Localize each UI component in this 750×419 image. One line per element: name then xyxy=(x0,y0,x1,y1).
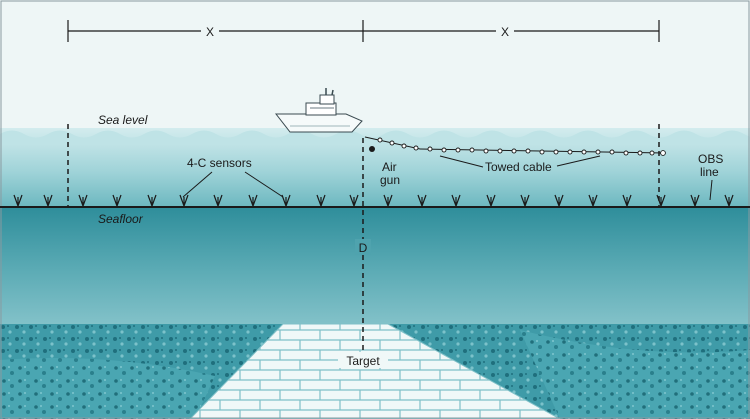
sediment-lens-right xyxy=(520,330,750,419)
offset-label-left: X xyxy=(206,25,214,39)
sediment-lens-left xyxy=(0,358,215,419)
depth-label-bg xyxy=(355,239,371,255)
sensors-label: 4-C sensors xyxy=(187,156,252,170)
obs-pointer xyxy=(709,179,713,201)
offset-label-right: X xyxy=(501,25,509,39)
sub-seafloor-water xyxy=(0,208,750,328)
sensors-pointer-left xyxy=(182,171,213,198)
towed-cable-label: Towed cable xyxy=(485,160,552,174)
target-label-bg xyxy=(338,352,388,368)
obs-label-1: OBS xyxy=(698,152,723,166)
seafloor-sensors xyxy=(13,194,734,208)
air-gun-label-2: gun xyxy=(380,173,400,187)
towed-cable-pointer xyxy=(439,155,484,168)
obs-label-2: line xyxy=(700,165,719,179)
seafloor-label: Seafloor xyxy=(98,212,144,226)
air-gun-label-1: Air xyxy=(382,160,397,174)
sea-level-label: Sea level xyxy=(98,113,148,127)
sky-area xyxy=(0,0,750,135)
air-gun-icon xyxy=(369,146,375,152)
sensors-pointer-right xyxy=(244,171,284,198)
sea-surface-waves xyxy=(0,130,750,145)
dashed-guides xyxy=(67,124,660,370)
depth-label: D xyxy=(359,241,368,255)
survey-boat xyxy=(274,88,363,133)
towed-cable xyxy=(364,136,666,156)
target-block xyxy=(189,323,561,419)
target-label: Target xyxy=(346,354,380,368)
offset-dimension xyxy=(67,20,660,42)
towed-cable-pointer-2 xyxy=(556,155,601,167)
